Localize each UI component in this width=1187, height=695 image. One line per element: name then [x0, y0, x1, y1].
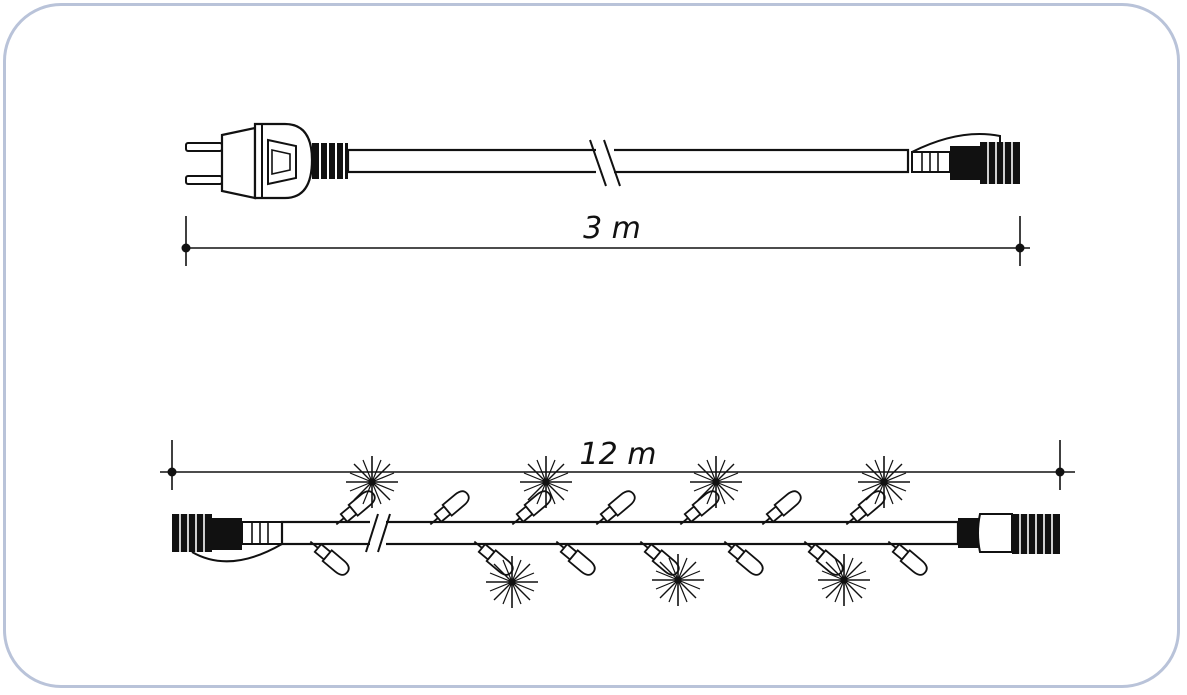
break-mark-icon	[365, 513, 391, 553]
dimension-3m: 3 m	[181, 211, 1030, 266]
end-cap-icon	[958, 513, 1060, 554]
length-label-3m: 3 m	[583, 211, 641, 246]
light-string	[172, 455, 1060, 609]
length-label-12m: 12 m	[580, 437, 657, 472]
sparkle-icon	[519, 455, 573, 509]
plug-icon	[185, 122, 348, 200]
break-mark-icon	[589, 139, 621, 187]
connector-icon	[911, 133, 1020, 184]
power-cord	[185, 122, 1020, 200]
dimension-12m: 12 m	[160, 437, 1075, 490]
connector-icon	[172, 514, 283, 563]
